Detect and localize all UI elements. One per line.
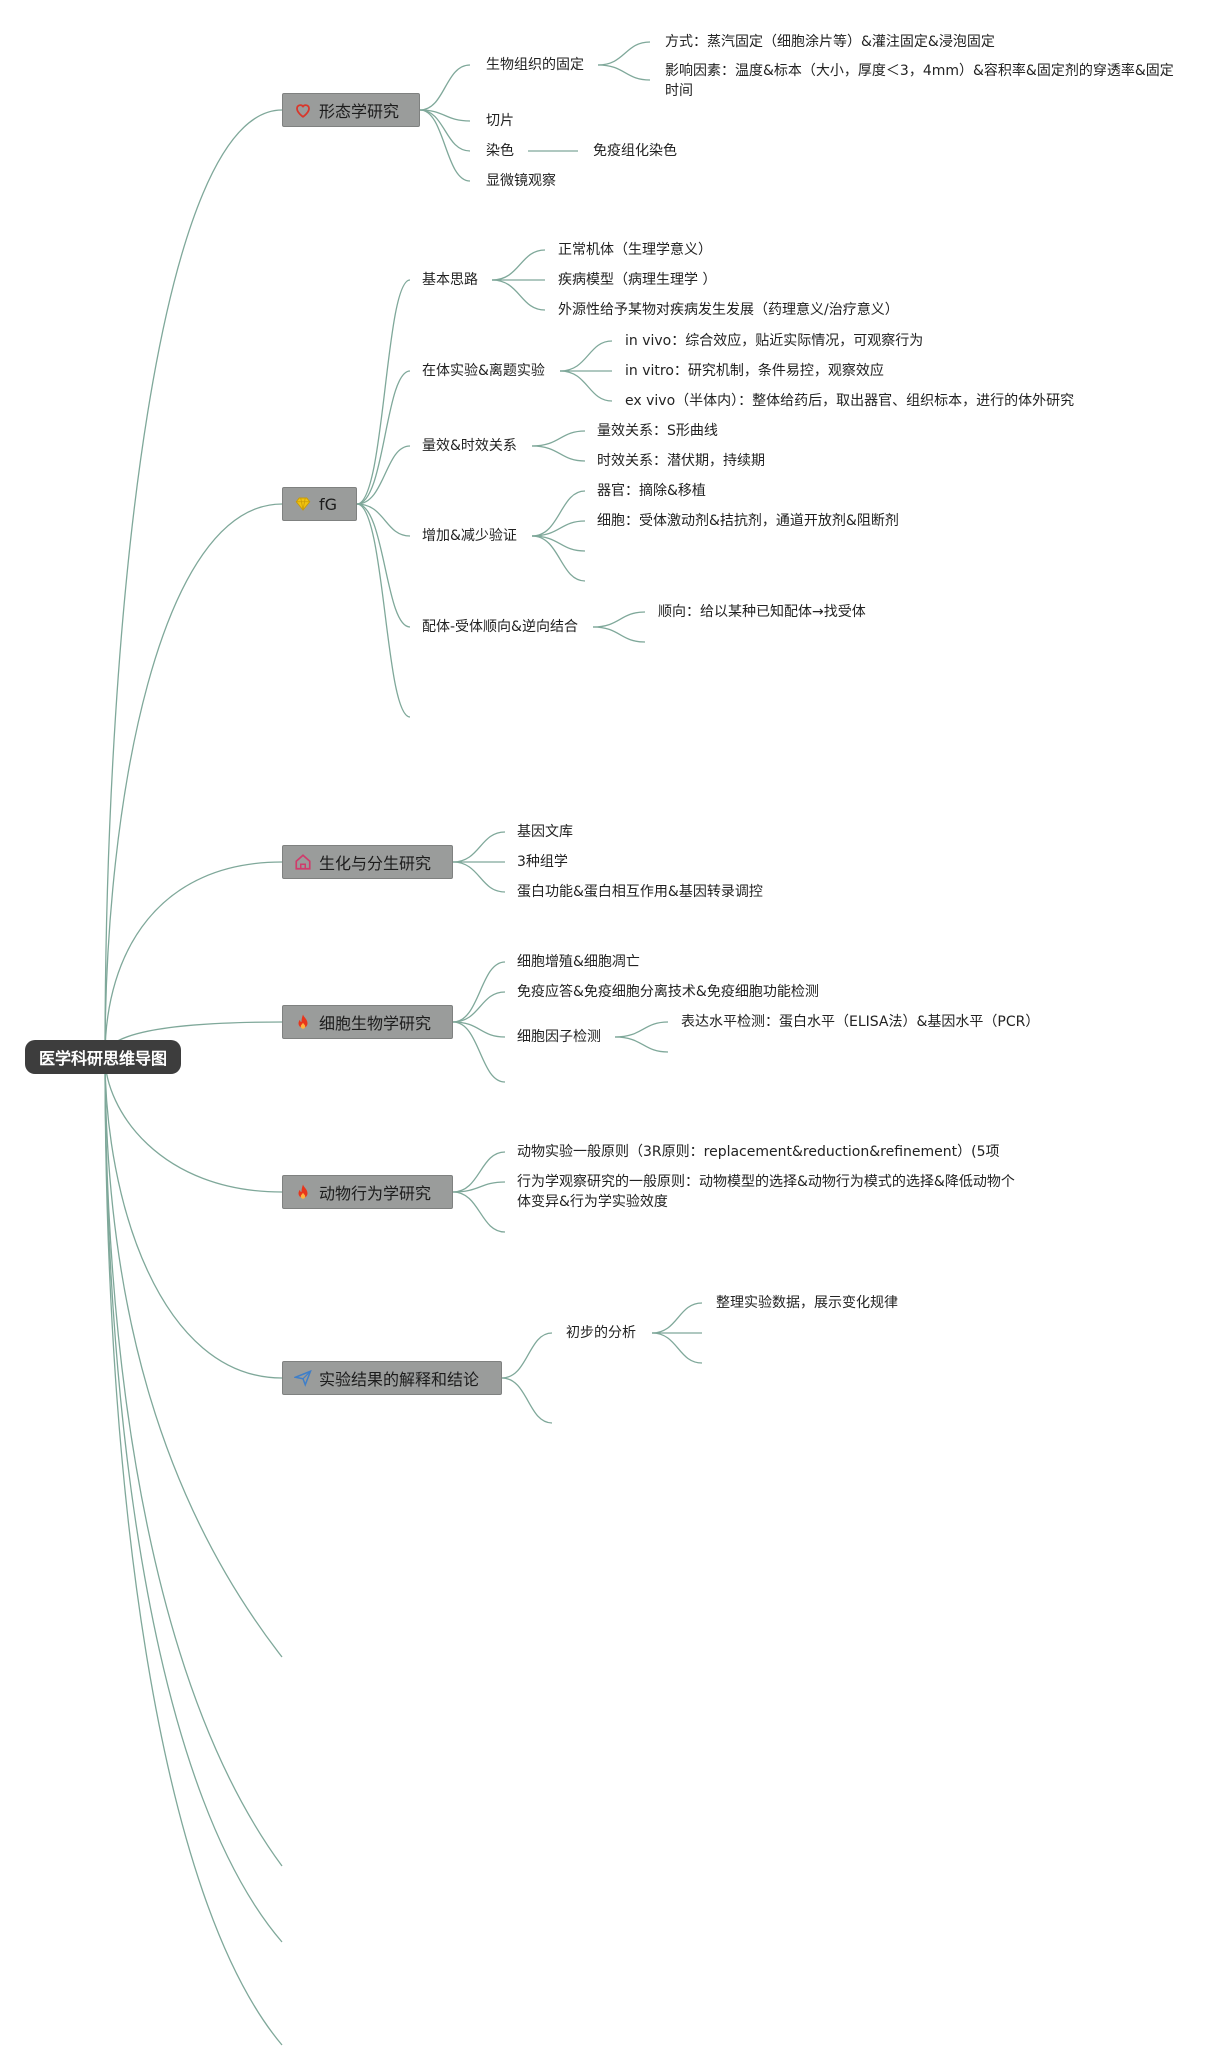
node-cell[interactable]: 细胞：受体激动剂&拮抗剂，通道开放剂&阻断剂 [597, 513, 899, 529]
node-immunohistochemistry[interactable]: 免疫组化染色 [593, 143, 677, 159]
node-ex-vivo[interactable]: ex vivo（半体内）：整体给药后，取出器官、组织标本，进行的体外研究 [625, 393, 1075, 409]
node-time-effect[interactable]: 时效关系：潜伏期，持续期 [597, 453, 765, 469]
node-verification[interactable]: 增加&减少验证 [422, 528, 517, 544]
node-microscopy[interactable]: 显微镜观察 [486, 173, 556, 189]
branch-label: 动物行为学研究 [319, 1184, 432, 1203]
node-sectioning[interactable]: 切片 [486, 113, 514, 129]
branch-interpretation[interactable]: 实验结果的解释和结论 [282, 1361, 502, 1395]
node-in-vitro[interactable]: in vitro：研究机制，条件易控，观察效应 [625, 363, 884, 379]
branch-cell-biology[interactable]: 细胞生物学研究 [282, 1005, 453, 1039]
branch-label: 形态学研究 [319, 102, 400, 121]
node-organize-data[interactable]: 整理实验数据，展示变化规律 [716, 1295, 898, 1311]
node-protein-function[interactable]: 蛋白功能&蛋白相互作用&基因转录调控 [517, 884, 763, 900]
node-forward-binding[interactable]: 顺向：给以某种已知配体→找受体 [658, 604, 866, 620]
node-proliferation-apoptosis[interactable]: 细胞增殖&细胞凋亡 [517, 954, 640, 970]
node-tissue-fixation[interactable]: 生物组织的固定 [486, 57, 584, 73]
branch-label: 实验结果的解释和结论 [319, 1370, 480, 1389]
node-omics[interactable]: 3种组学 [517, 854, 568, 870]
node-basic-idea[interactable]: 基本思路 [422, 272, 478, 288]
gem-icon [293, 494, 313, 514]
heart-icon [293, 100, 313, 120]
house-icon [293, 852, 313, 872]
node-fixation-factors[interactable]: 影响因素：温度&标本（大小，厚度＜3，4mm）&容积率&固定剂的穿透率&固定时间 [665, 63, 1174, 99]
node-behavior-principle[interactable]: 行为学观察研究的一般原则：动物模型的选择&动物行为模式的选择&降低动物个体变异&… [517, 1174, 1015, 1210]
node-in-vivo-experiment[interactable]: 在体实验&离题实验 [422, 363, 545, 379]
node-in-vivo[interactable]: in vivo：综合效应，贴近实际情况，可观察行为 [625, 333, 924, 349]
node-staining[interactable]: 染色 [486, 143, 514, 159]
paper-plane-icon [293, 1368, 313, 1388]
node-organ[interactable]: 器官：摘除&移植 [597, 483, 706, 499]
node-normal-body[interactable]: 正常机体（生理学意义） [558, 242, 712, 258]
node-gene-library[interactable]: 基因文库 [517, 824, 573, 840]
branch-biochem[interactable]: 生化与分生研究 [282, 845, 453, 879]
node-fixation-method[interactable]: 方式：蒸汽固定（细胞涂片等）&灌注固定&浸泡固定 [665, 34, 995, 50]
node-ligand-receptor[interactable]: 配体-受体顺向&逆向结合 [422, 619, 578, 635]
node-disease-model[interactable]: 疾病模型（病理生理学 ） [558, 272, 717, 288]
node-cytokine[interactable]: 细胞因子检测 [517, 1029, 601, 1045]
node-expression-level[interactable]: 表达水平检测：蛋白水平（ELISA法）&基因水平（PCR） [681, 1014, 1040, 1030]
node-exogenous[interactable]: 外源性给予某物对疾病发生发展（药理意义/治疗意义） [558, 302, 899, 318]
root-label: 医学科研思维导图 [38, 1049, 167, 1068]
node-dose-time[interactable]: 量效&时效关系 [422, 438, 517, 454]
node-immune-response[interactable]: 免疫应答&免疫细胞分离技术&免疫细胞功能检测 [517, 984, 819, 1000]
root-node[interactable]: 医学科研思维导图 [25, 1040, 181, 1074]
fire-icon [293, 1012, 313, 1032]
branch-fg[interactable]: fG [282, 487, 357, 521]
branch-label: 生化与分生研究 [319, 854, 432, 873]
node-dose-effect[interactable]: 量效关系：S形曲线 [597, 423, 718, 439]
branch-label: 细胞生物学研究 [319, 1014, 432, 1033]
branch-animal-behavior[interactable]: 动物行为学研究 [282, 1175, 453, 1209]
branch-morphology[interactable]: 形态学研究 [282, 93, 420, 127]
node-preliminary-analysis[interactable]: 初步的分析 [566, 1325, 636, 1341]
branch-label: fG [319, 494, 338, 514]
node-3r-principle[interactable]: 动物实验一般原则（3R原则：replacement&reduction&refi… [517, 1144, 1000, 1160]
fire-icon [293, 1182, 313, 1202]
